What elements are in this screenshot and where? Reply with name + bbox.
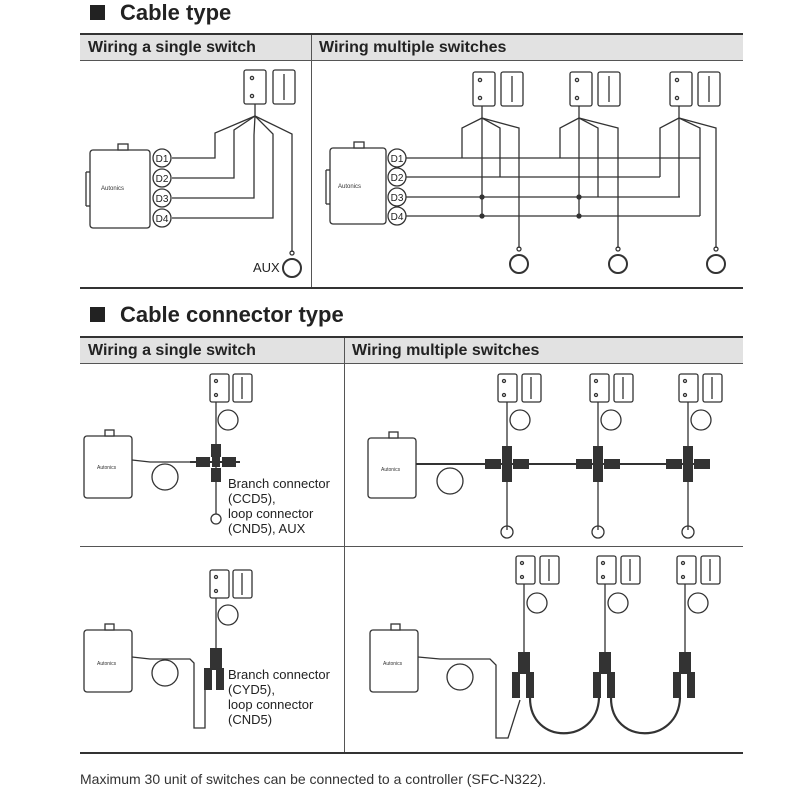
controller-logo: Autonics bbox=[97, 465, 117, 471]
controller-logo: Autonics bbox=[338, 184, 361, 190]
footer-note: Maximum 30 unit of switches can be conne… bbox=[80, 771, 547, 787]
terminal-d3-label: D3 bbox=[156, 194, 169, 205]
cyd5-label: Branch connector (CYD5), loop connector … bbox=[228, 667, 330, 727]
cable-connector-type-title: Cable connector type bbox=[90, 302, 344, 328]
terminal-d1-label: D1 bbox=[156, 154, 169, 165]
connector-header-single: Wiring a single switch bbox=[80, 338, 344, 364]
section-bullet-icon bbox=[90, 5, 105, 20]
terminal-d2-label: D2 bbox=[156, 174, 169, 185]
column-divider bbox=[344, 338, 345, 752]
cable-type-header-single: Wiring a single switch bbox=[80, 35, 311, 61]
controller-logo: Autonics bbox=[381, 467, 401, 473]
controller-logo: Autonics bbox=[97, 661, 117, 667]
terminal-d4-label: D4 bbox=[391, 212, 404, 223]
cable-type-table: Wiring a single switch Wiring multiple s… bbox=[80, 33, 743, 289]
row-divider bbox=[80, 546, 743, 547]
cable-type-title: Cable type bbox=[90, 0, 231, 26]
aux-label: AUX bbox=[253, 260, 280, 275]
ccd5-label: Branch connector (CCD5), loop connector … bbox=[228, 476, 330, 536]
controller-logo: Autonics bbox=[101, 186, 124, 192]
section-bullet-icon bbox=[90, 307, 105, 322]
cable-connector-table: Wiring a single switch Wiring multiple s… bbox=[80, 336, 743, 754]
terminal-d4-label: D4 bbox=[156, 214, 169, 225]
cable-type-header-multi: Wiring multiple switches bbox=[311, 35, 743, 61]
terminal-d3-label: D3 bbox=[391, 193, 404, 204]
controller-logo: Autonics bbox=[383, 661, 403, 667]
terminal-d2-label: D2 bbox=[391, 173, 404, 184]
column-divider bbox=[311, 35, 312, 287]
terminal-d1-label: D1 bbox=[391, 154, 404, 165]
connector-header-multi: Wiring multiple switches bbox=[344, 338, 743, 364]
